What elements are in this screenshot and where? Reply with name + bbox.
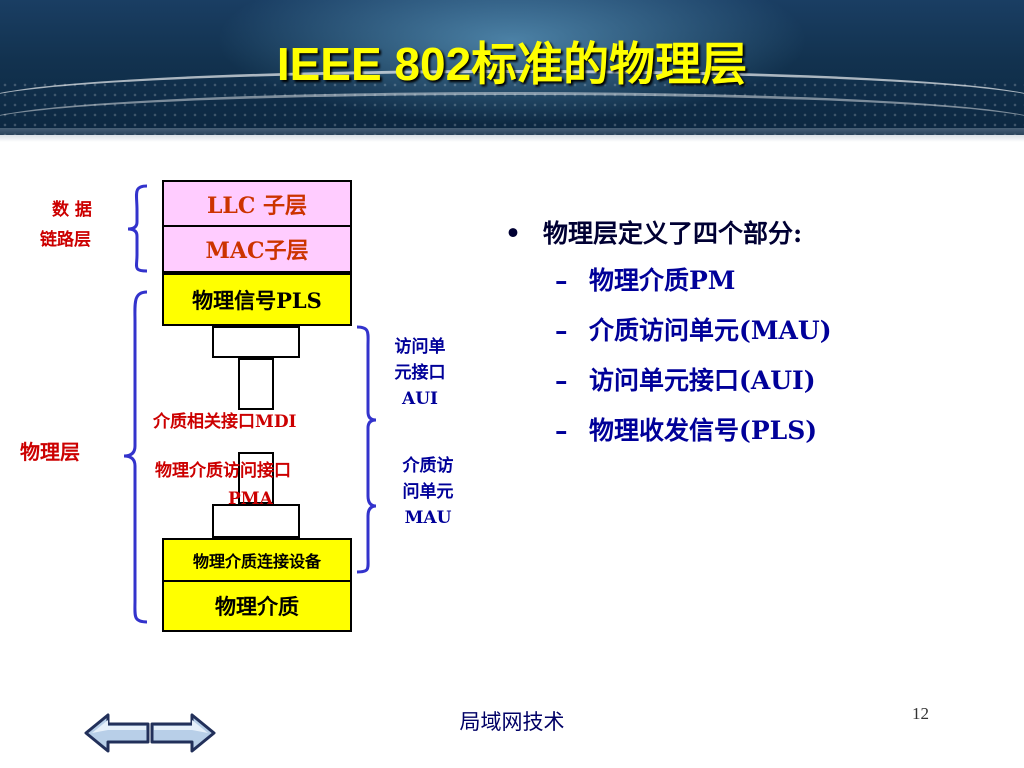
bullet-dot: •	[505, 219, 521, 248]
mau-label-line2: 问单元	[402, 482, 454, 502]
physical-medium-box: 物理介质	[162, 580, 352, 632]
bullet-sub-text: 物理介质PM	[589, 266, 736, 295]
pmcd-box: 物理介质连接设备	[162, 538, 352, 582]
aui-label-line2: 元接口	[394, 363, 446, 383]
physical-layer-brace	[123, 290, 148, 624]
banner-dot-pattern	[0, 80, 1024, 135]
pma-label-line1: 物理介质访问接口	[155, 461, 291, 481]
data-link-label-line1: 数 据	[52, 200, 92, 220]
aui-label-line3: AUI	[402, 389, 438, 409]
banner-wave	[0, 92, 1024, 135]
next-slide-button[interactable]	[150, 712, 216, 754]
footer-text: 局域网技术	[459, 710, 565, 734]
mdi-connector	[212, 504, 300, 538]
bullet-sub-text: 介质访问单元(MAU)	[589, 316, 832, 345]
aui-brace	[356, 325, 377, 436]
pma-label-line2: PMA	[228, 489, 273, 509]
bullet-dash: –	[555, 366, 568, 395]
physical-layer-label: 物理层	[20, 440, 80, 464]
title-banner	[0, 0, 1024, 135]
mau-label-line3: MAU	[404, 508, 452, 528]
bullet-main: • 物理层定义了四个部分:	[505, 212, 832, 256]
llc-sublayer-box: LLC 子层	[162, 180, 352, 227]
bullet-sub-item: –物理收发信号(PLS)	[505, 406, 832, 456]
bullet-sub-text: 访问单元接口(AUI)	[589, 366, 816, 395]
page-number: 12	[912, 704, 929, 723]
bullet-dash: –	[555, 316, 568, 345]
bullet-main-text: 物理层定义了四个部分:	[543, 219, 803, 248]
aui-label: 访问单 元接口 AUI	[380, 334, 460, 412]
mac-sublayer-box: MAC子层	[162, 225, 352, 273]
right-arrow-icon	[150, 713, 216, 753]
bullet-dash: –	[555, 416, 568, 445]
bullet-sub-item: –访问单元接口(AUI)	[505, 356, 832, 406]
aui-cable	[238, 358, 274, 410]
banner-shadow	[0, 128, 1024, 142]
data-link-brace	[127, 184, 148, 273]
aui-label-line1: 访问单	[394, 337, 446, 357]
bullet-sub-item: –物理介质PM	[505, 256, 832, 306]
bullet-sub-item: –介质访问单元(MAU)	[505, 306, 832, 356]
data-link-label-line2: 链路层	[40, 230, 91, 250]
mau-brace	[356, 436, 377, 574]
prev-slide-button[interactable]	[84, 712, 150, 754]
mau-label-line1: 介质访	[402, 456, 454, 476]
aui-connector-top	[212, 326, 300, 358]
bullet-dash: –	[555, 266, 568, 295]
banner-wave	[0, 70, 1024, 133]
pls-box: 物理信号PLS	[162, 273, 352, 326]
mau-body	[238, 452, 274, 504]
bullet-list: •物理层定义了四个部分: –物理介质PM –介质访问单元(MAU) –访问单元接…	[505, 212, 832, 456]
mau-label: 介质访 问单元 MAU	[388, 453, 468, 531]
left-arrow-icon	[84, 713, 150, 753]
slide-title: IEEE 802标准的物理层	[276, 38, 748, 90]
bullet-sub-text: 物理收发信号(PLS)	[589, 416, 818, 445]
mdi-label: 介质相关接口MDI	[153, 412, 297, 432]
